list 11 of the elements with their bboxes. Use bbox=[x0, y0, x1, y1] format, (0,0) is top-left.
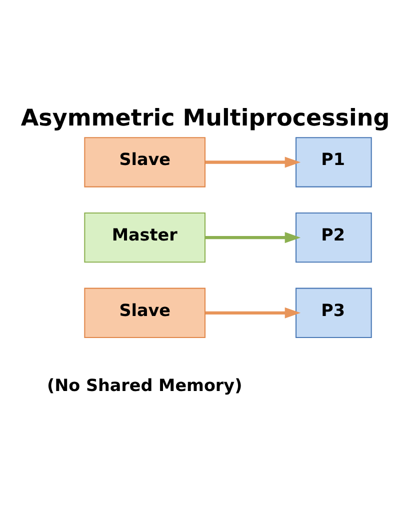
node-box: Slave bbox=[84, 136, 206, 187]
node-box: P3 bbox=[296, 287, 372, 338]
node-box: Slave bbox=[84, 287, 206, 338]
arrow bbox=[206, 156, 301, 168]
arrow bbox=[206, 306, 301, 318]
node-box: P1 bbox=[296, 136, 372, 187]
diagram-title: Asymmetric Multiprocessing bbox=[20, 105, 390, 132]
node-box: P2 bbox=[296, 212, 372, 262]
caption: (No Shared Memory) bbox=[47, 374, 242, 395]
arrow bbox=[206, 232, 301, 243]
node-box: Master bbox=[84, 212, 206, 262]
